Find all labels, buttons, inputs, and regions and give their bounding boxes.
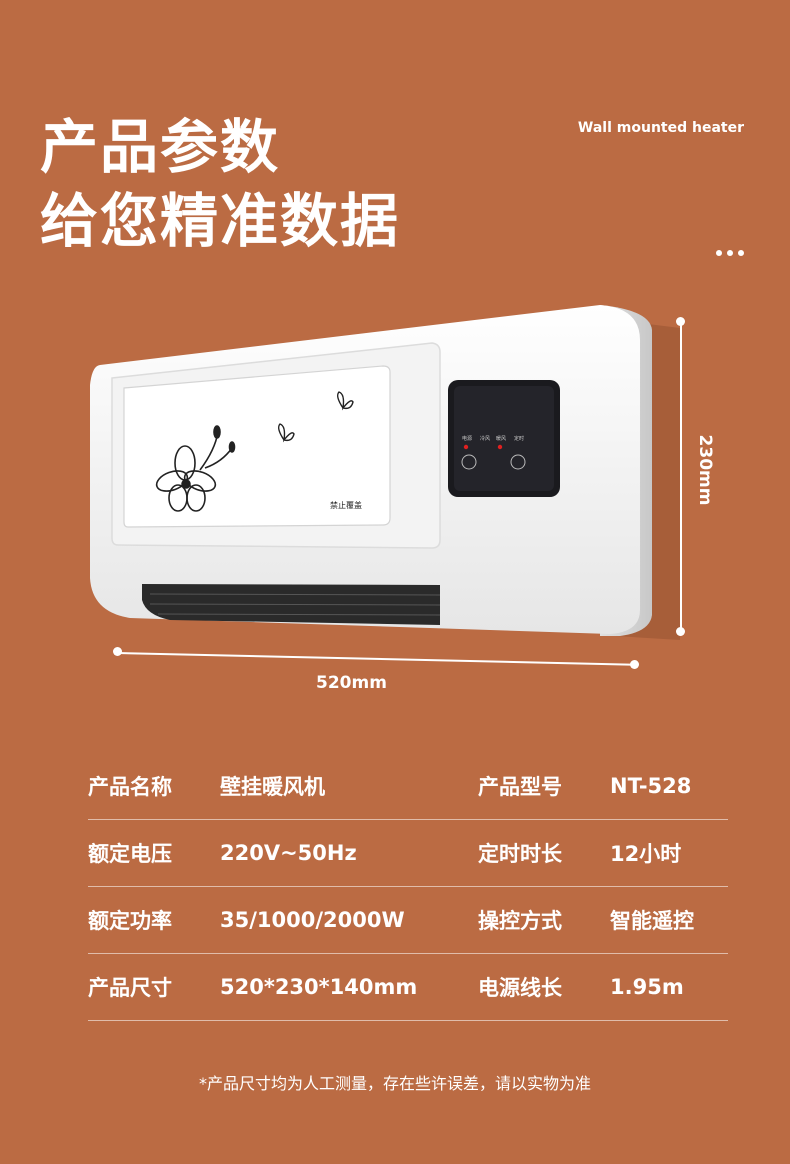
timer-button-icon bbox=[510, 454, 526, 470]
spec-label: 电源线长 bbox=[478, 976, 562, 1000]
butterfly-decoration bbox=[277, 391, 354, 443]
spec-value: 520*230*140mm bbox=[220, 975, 418, 999]
spec-label: 定时时长 bbox=[478, 842, 562, 866]
width-dimension-start bbox=[113, 647, 122, 656]
height-dimension-line bbox=[680, 322, 682, 632]
spec-label: 额定电压 bbox=[88, 842, 172, 866]
subtitle: Wall mounted heater bbox=[577, 120, 744, 136]
spec-value: 12小时 bbox=[610, 842, 682, 866]
table-row: 产品名称 壁挂暖风机 产品型号 NT-528 bbox=[88, 752, 728, 820]
control-label-cool: 冷风 bbox=[480, 435, 490, 442]
spec-label: 产品尺寸 bbox=[88, 976, 172, 1000]
indicator-light bbox=[463, 444, 469, 450]
control-label-power: 电源 bbox=[462, 435, 472, 442]
spec-value: NT-528 bbox=[610, 773, 692, 798]
spec-label: 额定功率 bbox=[88, 909, 172, 933]
control-label-warm: 暖风 bbox=[496, 435, 506, 442]
table-row: 额定功率 35/1000/2000W 操控方式 智能遥控 bbox=[88, 887, 728, 954]
power-button-icon bbox=[461, 454, 477, 470]
spec-value: 壁挂暖风机 bbox=[220, 774, 325, 799]
title-line-1: 产品参数 bbox=[40, 113, 281, 181]
footnote: *产品尺寸均为人工测量，存在些许误差，请以实物为准 bbox=[198, 1074, 591, 1093]
height-dimension-start bbox=[676, 317, 685, 326]
title-line-2: 给您精准数据 bbox=[40, 187, 401, 255]
flower-decoration bbox=[155, 425, 236, 512]
spec-label: 产品名称 bbox=[88, 774, 172, 799]
spec-label: 产品型号 bbox=[478, 774, 562, 799]
width-dimension-end bbox=[630, 660, 639, 669]
spec-value: 1.95m bbox=[610, 975, 684, 999]
spec-table: 产品名称 壁挂暖风机 产品型号 NT-528 额定电压 220V~50Hz 定时… bbox=[88, 752, 728, 1021]
control-label-timer: 定时 bbox=[514, 435, 524, 442]
heater-image: 禁止覆盖 电源 冷风 暖风 定时 bbox=[90, 305, 680, 640]
height-dimension-end bbox=[676, 627, 685, 636]
more-dots-icon bbox=[716, 250, 744, 256]
spec-value: 35/1000/2000W bbox=[220, 908, 405, 932]
table-row: 产品尺寸 520*230*140mm 电源线长 1.95m bbox=[88, 954, 728, 1021]
height-label: 230mm bbox=[695, 434, 715, 506]
spec-value: 220V~50Hz bbox=[220, 841, 357, 865]
panel-warning-label: 禁止覆盖 bbox=[330, 500, 362, 510]
indicator-light bbox=[497, 444, 503, 450]
spec-value: 智能遥控 bbox=[610, 909, 694, 933]
width-label: 520mm bbox=[316, 673, 387, 693]
spec-label: 操控方式 bbox=[478, 909, 562, 933]
table-row: 额定电压 220V~50Hz 定时时长 12小时 bbox=[88, 820, 728, 887]
